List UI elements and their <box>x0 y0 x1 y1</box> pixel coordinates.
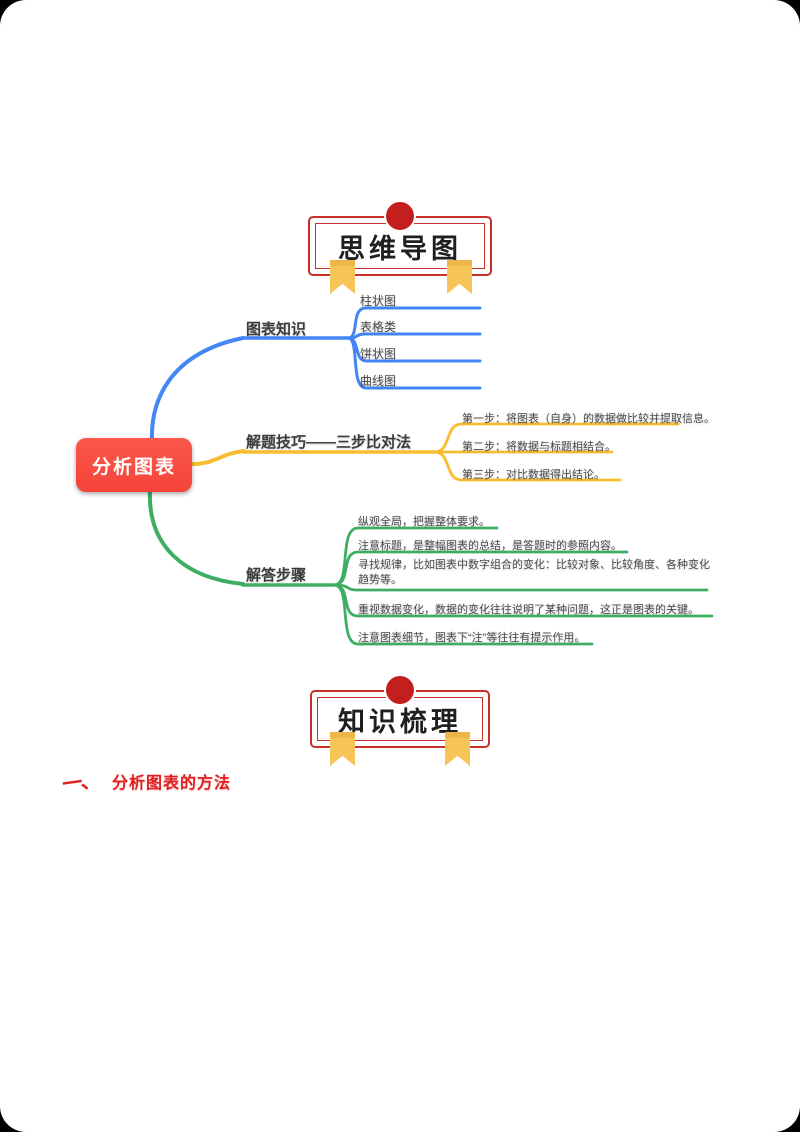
red-seal-icon <box>384 200 416 232</box>
leaf-bar-chart: 柱状图 <box>360 294 397 308</box>
top-banner-title: 思维导图 <box>338 233 462 264</box>
top-banner-border: 思维导图 <box>308 216 492 276</box>
leaf-step-2: 第二步：将数据与标题相结合。 <box>462 441 616 453</box>
section-number: 一、 <box>60 769 100 797</box>
leaf-curve-chart: 曲线图 <box>360 374 397 388</box>
leaf-pie-chart: 饼状图 <box>360 347 397 361</box>
section-heading-row: 一、 分析图表的方法 <box>60 766 232 797</box>
leaf-answer-step-2: 注意标题，是整幅图表的总结，是答题时的参照内容。 <box>358 540 622 552</box>
branch-blue-curve <box>149 336 245 444</box>
top-banner: 思维导图 <box>308 200 492 294</box>
leaf-answer-step-4: 重视数据变化，数据的变化往往说明了某种问题，这正是图表的关键。 <box>358 604 699 616</box>
red-seal-icon <box>384 674 416 706</box>
leaf-answer-step-5: 注意图表细节，图表下“注”等往往有提示作用。 <box>358 632 586 644</box>
ribbon-icon <box>330 260 355 294</box>
mindmap-root-node: 分析图表 <box>76 438 192 492</box>
ribbon-icon <box>330 732 355 766</box>
leaf-step-3: 第三步：对比数据得出结论。 <box>462 469 605 481</box>
ribbon-icon <box>447 260 472 294</box>
section-heading: 分析图表的方法 <box>112 774 232 792</box>
leaf-answer-step-1: 纵观全局，把握整体要求。 <box>358 516 490 528</box>
bottom-banner-title: 知识梳理 <box>338 706 462 737</box>
bottom-banner: 知识梳理 <box>310 674 490 766</box>
leaf-step-1: 第一步：将图表（自身）的数据做比较并提取信息。 <box>462 413 715 425</box>
branch-label-chart-knowledge: 图表知识 <box>246 321 307 338</box>
top-banner-inner-border: 思维导图 <box>315 223 485 269</box>
branch-yellow-curve <box>191 449 246 466</box>
branch-label-answer-steps: 解答步骤 <box>246 567 307 584</box>
leaf-table-type: 表格类 <box>360 320 397 334</box>
branch-label-technique: 解题技巧——三步比对法 <box>246 434 412 451</box>
leaf-answer-step-3: 寻找规律，比如图表中数字组合的变化：比较对象、比较角度、各种变化趋势等。 <box>358 559 710 586</box>
branch-green-curve <box>147 490 245 586</box>
ribbon-icon <box>445 732 470 766</box>
